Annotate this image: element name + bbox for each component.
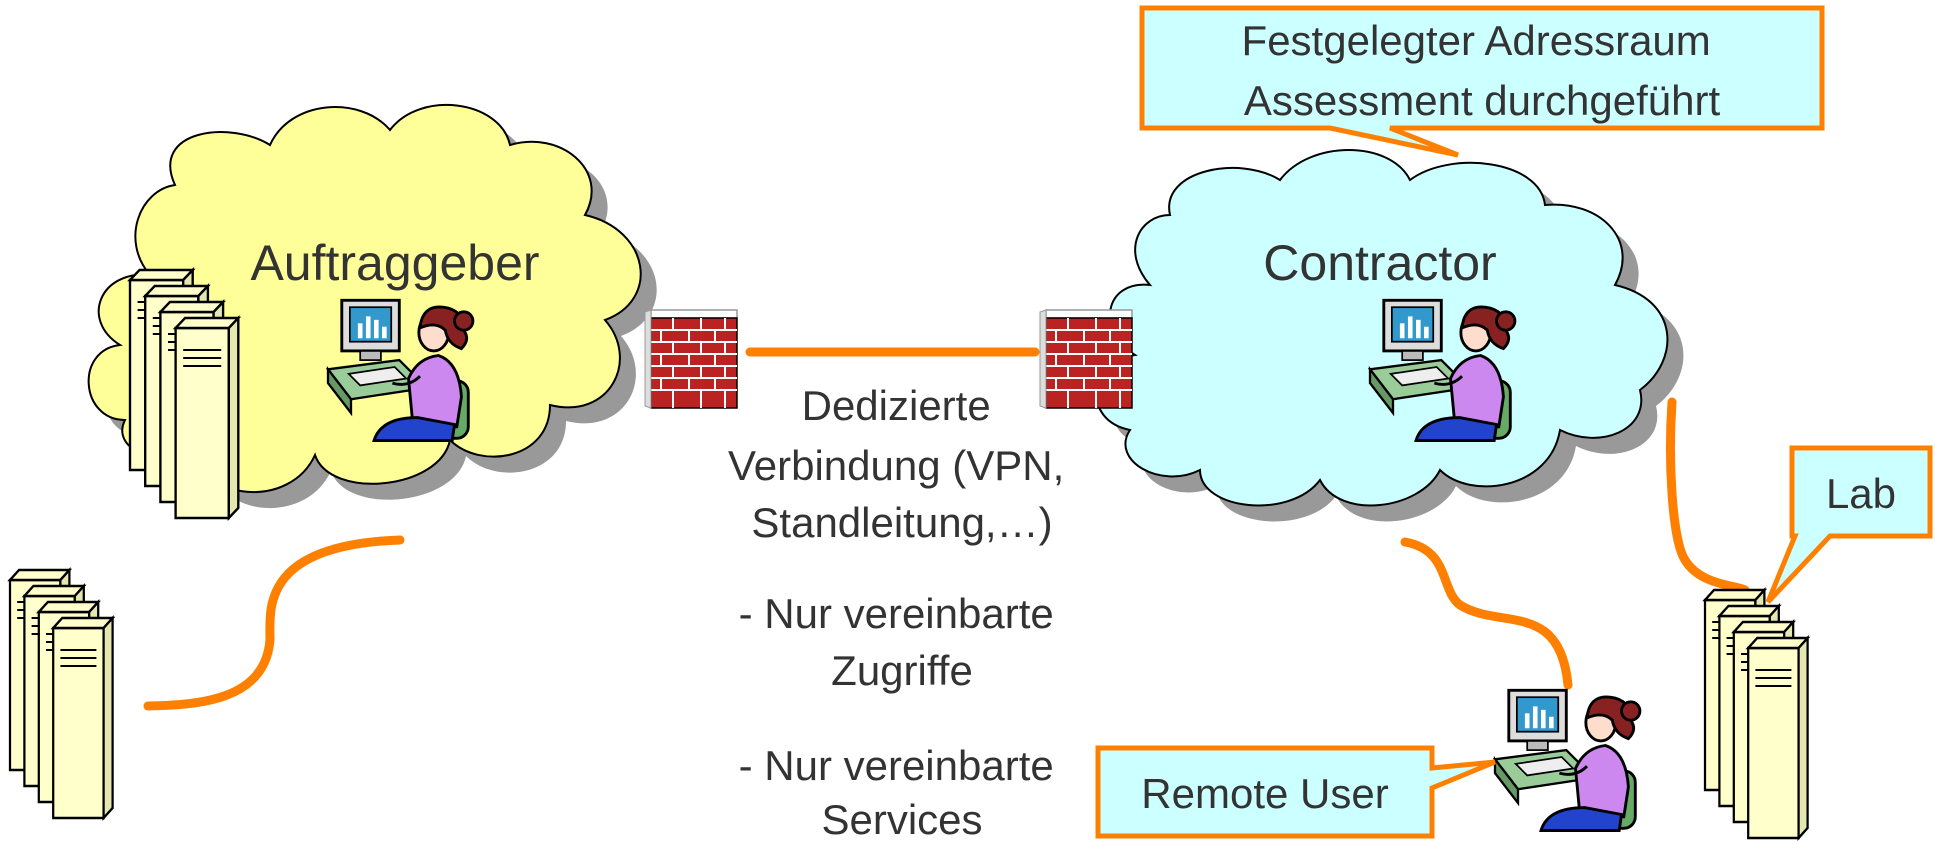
connection-description: Dedizierte Verbindung (VPN, Standleitung… — [728, 382, 1076, 546]
external-server-stack-icon — [10, 570, 113, 818]
contractor-cloud-label: Contractor — [1263, 235, 1496, 291]
connection-line-3: Standleitung,…) — [751, 499, 1052, 546]
lab-callout: Lab — [1765, 445, 1933, 604]
note-access-line-2: Zugriffe — [831, 647, 973, 694]
contractor-cloud-shape — [1095, 149, 1669, 507]
address-space-callout: Festgelegter Adressraum Assessment durch… — [1139, 5, 1825, 158]
client-server-stack-icon — [130, 270, 238, 518]
client-firewall-icon — [644, 309, 738, 409]
client-cloud-label: Auftraggeber — [250, 235, 539, 291]
note-services: - Nur vereinbarte Services — [739, 742, 1066, 841]
lab-server-stack-icon — [1705, 590, 1808, 838]
remote-user-link — [1400, 537, 1573, 690]
connection-lines — [143, 347, 1750, 711]
lab-link — [1666, 397, 1750, 595]
address-space-line-1: Festgelegter Adressraum — [1242, 17, 1711, 64]
note-services-line-1: - Nur vereinbarte — [739, 742, 1054, 789]
contractor-cloud: Contractor — [1095, 149, 1684, 522]
remote-user-callout: Remote User — [1095, 745, 1496, 839]
note-services-line-2: Services — [821, 796, 982, 841]
connection-line-2: Verbindung (VPN, — [728, 442, 1064, 489]
svg-text:Festgelegter Adressraum: Festgelegter Adressraum Assessment durch… — [1242, 17, 1723, 124]
remote-user-label: Remote User — [1141, 770, 1388, 817]
address-space-line-2: Assessment durchgeführt — [1244, 77, 1721, 124]
connection-line-1: Dedizierte — [802, 382, 991, 429]
note-access-line-1: - Nur vereinbarte — [739, 590, 1054, 637]
note-access: - Nur vereinbarte Zugriffe — [739, 590, 1066, 694]
contractor-firewall-icon — [1039, 309, 1133, 409]
client-server-link — [143, 535, 405, 711]
lab-label: Lab — [1826, 470, 1896, 517]
remote-user-icon — [1493, 688, 1642, 833]
